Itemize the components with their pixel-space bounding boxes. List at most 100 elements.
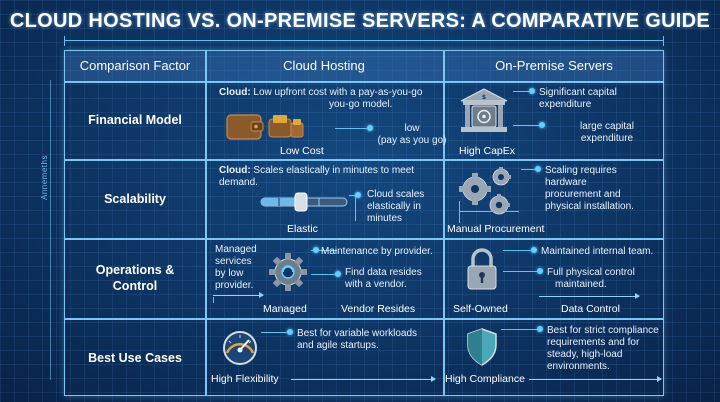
usecases-onprem-note-line4: environments.: [547, 361, 610, 372]
operations-cloud-caption-b: Vendor Resides: [341, 303, 416, 315]
financial-onprem-note-b-line2: expenditure: [580, 133, 634, 144]
bank-safe-icon: $: [460, 88, 508, 132]
bullet-dot: [537, 326, 543, 332]
bullet-dot: [537, 268, 543, 274]
header-cloud-hosting: Cloud Hosting: [283, 58, 365, 73]
connector-line: [513, 125, 541, 126]
operations-onprem-caption-b: Data Control: [561, 303, 620, 315]
usecases-cloud-caption: High Flexibility: [211, 373, 279, 385]
dimension-line-side: [50, 80, 51, 380]
operations-cloud-left-line1: Managed: [215, 244, 257, 255]
financial-cloud-text-line2: you-go model.: [329, 99, 393, 110]
financial-cloud-note-line2: (pay as you go): [377, 135, 447, 146]
row-divider: [65, 318, 663, 320]
comparison-table: Comparison Factor Cloud Hosting On-Premi…: [64, 50, 664, 396]
gear-icon: [269, 253, 307, 291]
operations-onprem-caption-a: Self-Owned: [453, 303, 508, 315]
scalability-cloud-text: Cloud: Scales elastically in minutes to …: [219, 165, 441, 189]
bullet-dot: [313, 247, 319, 253]
bullet-dot: [355, 192, 361, 198]
scalability-cloud-text-line2: demand.: [219, 177, 258, 188]
shield-icon: [467, 328, 497, 366]
row-divider: [65, 159, 663, 161]
operations-onprem-note-b: Full physical control maintained.: [547, 267, 665, 291]
financial-cloud-caption: Low Cost: [280, 145, 324, 157]
financial-onprem-caption: High CapEx: [459, 145, 516, 157]
financial-onprem-note-b-line1: large capital: [580, 121, 634, 132]
scalability-cloud-note: Cloud scales elastically in minutes: [367, 189, 443, 225]
connector-line: [501, 329, 539, 330]
scalability-onprem-note-line3: procurement and: [545, 189, 621, 200]
page-title: CLOUD HOSTING VS. ON-PREMISE SERVERS: A …: [9, 10, 711, 32]
row-label-operations-line1: Operations &: [95, 263, 175, 277]
scalability-onprem-note: Scaling requires hardware procurement an…: [545, 165, 665, 213]
connector-line: [261, 332, 289, 333]
connector-line: [503, 271, 537, 272]
row-label-operations-line2: Control: [112, 279, 158, 293]
financial-onprem-note-a-line1: Significant capital: [539, 87, 617, 98]
connector-line: [459, 211, 519, 212]
financial-cloud-note-line1: low: [404, 123, 420, 134]
arrow-right: [539, 293, 640, 299]
scalability-onprem-note-line4: physical installation.: [545, 201, 634, 212]
operations-onprem-note-b-line2: maintained.: [555, 279, 607, 290]
connector-line: [349, 195, 355, 196]
operations-cloud-left-text: Managed services by low provider.: [215, 244, 271, 292]
row-divider: [65, 81, 663, 83]
gears-icon: [459, 167, 511, 215]
usecases-onprem-note-line1: Best for strict compliance: [547, 325, 659, 336]
scalability-onprem-note-line2: hardware: [545, 177, 587, 188]
operations-cloud-caption-a: Managed: [263, 303, 307, 315]
connector-line: [311, 250, 337, 251]
operations-cloud-left-line4: provider.: [215, 280, 254, 291]
column-divider: [443, 51, 445, 395]
usecases-cloud-note-line2: and agile startups.: [297, 340, 379, 351]
connector-line: [459, 201, 460, 223]
table-header-row: [65, 51, 663, 81]
connector-line: [513, 91, 531, 92]
financial-onprem-note-a-line2: expenditure: [539, 99, 592, 110]
column-divider: [205, 51, 207, 395]
row-label-usecases: Best Use Cases: [88, 350, 182, 365]
operations-cloud-note-b: Find data resides with a vendor.: [345, 267, 445, 291]
scalability-onprem-caption: Manual Procurement: [447, 223, 545, 235]
financial-cloud-note: low (pay as you go): [377, 123, 447, 147]
financial-onprem-note-a: Significant capital expenditure: [539, 87, 663, 111]
connector-line: [503, 250, 533, 251]
arrow-right: [291, 376, 436, 382]
financial-cloud-text: Cloud: Low upfront cost with a pay-as-yo…: [219, 87, 441, 111]
scalability-cloud-prefix: Cloud:: [219, 165, 251, 176]
operations-cloud-left-line2: services: [215, 256, 252, 267]
slider-icon: [260, 192, 348, 212]
financial-cloud-prefix: Cloud:: [219, 87, 251, 98]
dimension-line-top: [64, 36, 664, 48]
wallet-icon: [226, 114, 304, 140]
operations-cloud-note-b-line1: Find data resides: [345, 267, 422, 278]
speedometer-icon: [223, 331, 257, 365]
connector-line: [213, 297, 214, 303]
bullet-dot: [287, 329, 293, 335]
header-on-premise: On-Premise Servers: [495, 58, 613, 73]
operations-onprem-note-a: Maintained internal team.: [541, 246, 654, 257]
financial-onprem-note-b: large capital expenditure: [549, 121, 665, 145]
scalability-cloud-note-line2: elastically in: [367, 201, 421, 212]
side-dimension-label: Annemeths: [40, 155, 49, 200]
operations-cloud-left-line3: by low: [215, 268, 244, 279]
operations-onprem-note-b-line1: Full physical control: [547, 267, 635, 278]
bullet-dot: [335, 271, 341, 277]
connector-line: [521, 169, 539, 170]
arrow-right: [529, 376, 662, 382]
usecases-onprem-caption: High Compliance: [445, 373, 525, 385]
bullet-dot: [529, 88, 535, 94]
usecases-onprem-note-line2: requirements and for: [547, 337, 640, 348]
header-comparison-factor: Comparison Factor: [79, 58, 191, 73]
usecases-onprem-note-line3: steady, high-load: [547, 349, 623, 360]
row-label-operations: Operations & Control: [65, 238, 205, 318]
financial-cloud-text-line1: Low upfront cost with a pay-as-you-go: [250, 87, 423, 98]
arrow-right: [213, 292, 264, 298]
usecases-cloud-note-line1: Best for variable workloads: [297, 328, 418, 339]
connector-line: [311, 274, 339, 275]
row-label-scalability: Scalability: [104, 191, 166, 206]
operations-cloud-note-a: Maintenance by provider.: [321, 246, 433, 257]
